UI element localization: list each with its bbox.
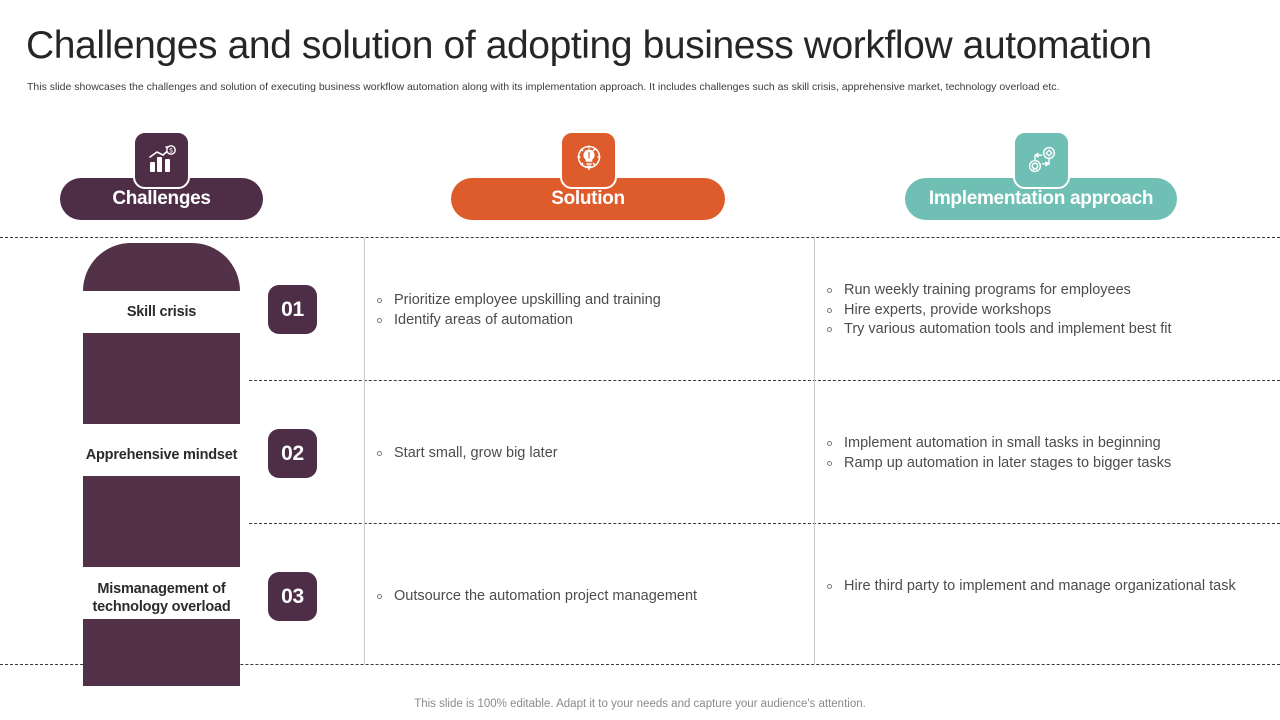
row-number-badge-2: 02 bbox=[268, 429, 317, 478]
solution-list-row-2: Start small, grow big later bbox=[367, 444, 807, 464]
column-header-label: Challenges bbox=[112, 188, 211, 209]
divider-row2-row3 bbox=[249, 523, 1280, 524]
implementation-list-row-3: Hire third party to implement and manage… bbox=[817, 577, 1257, 597]
footer-note: This slide is 100% editable. Adapt it to… bbox=[414, 698, 866, 710]
pillar-dome bbox=[83, 243, 240, 291]
row-number-badge-1: 01 bbox=[268, 285, 317, 334]
column-header-label: Solution bbox=[551, 188, 625, 209]
row-number-label: 03 bbox=[281, 584, 304, 608]
bullet-item: Outsource the automation project managem… bbox=[367, 587, 807, 607]
bullet-item: Hire third party to implement and manage… bbox=[817, 577, 1257, 597]
solution-list-row-1: Prioritize employee upskilling and train… bbox=[367, 291, 807, 330]
bullet-item: Ramp up automation in later stages to bi… bbox=[817, 454, 1257, 474]
column-header-solution[interactable]: Solution bbox=[451, 178, 725, 220]
growth-chart-icon: $ bbox=[133, 131, 190, 189]
bullet-item: Run weekly training programs for employe… bbox=[817, 281, 1257, 301]
challenge-label-1: Skill crisis bbox=[126, 304, 197, 320]
divider-top bbox=[0, 237, 1280, 238]
divider-bottom bbox=[0, 664, 1280, 665]
bullet-item: Prioritize employee upskilling and train… bbox=[367, 291, 807, 311]
pillar-block bbox=[83, 619, 240, 686]
divider-row1-row2 bbox=[249, 380, 1280, 381]
challenge-label-3: Mismanagement of technology overload bbox=[92, 581, 231, 615]
row-number-label: 01 bbox=[281, 297, 304, 321]
challenge-label-2: Apprehensive mindset bbox=[85, 447, 238, 463]
row-number-label: 02 bbox=[281, 441, 304, 465]
row-number-badge-3: 03 bbox=[268, 572, 317, 621]
workflow-cycle-icon bbox=[1013, 131, 1070, 189]
bullet-item: Start small, grow big later bbox=[367, 444, 807, 464]
column-header-implementation[interactable]: Implementation approach bbox=[905, 178, 1177, 220]
page-title: Challenges and solution of adopting busi… bbox=[26, 24, 1152, 67]
challenges-pillar-graphic: Skill crisis Apprehensive mindset Misman… bbox=[83, 243, 240, 686]
pillar-block bbox=[83, 476, 240, 567]
implementation-list-row-2: Implement automation in small tasks in b… bbox=[817, 434, 1257, 473]
implementation-list-row-1: Run weekly training programs for employe… bbox=[817, 281, 1257, 340]
page-subtitle: This slide showcases the challenges and … bbox=[27, 81, 1060, 93]
lightbulb-gear-icon bbox=[560, 131, 617, 189]
bullet-item: Identify areas of automation bbox=[367, 311, 807, 331]
svg-text:$: $ bbox=[169, 149, 173, 155]
column-header-label: Implementation approach bbox=[928, 188, 1154, 209]
bullet-item: Try various automation tools and impleme… bbox=[817, 320, 1257, 340]
pillar-block bbox=[83, 333, 240, 424]
solution-list-row-3: Outsource the automation project managem… bbox=[367, 587, 807, 607]
bullet-item: Implement automation in small tasks in b… bbox=[817, 434, 1257, 454]
column-divider-right bbox=[814, 238, 815, 664]
column-divider-left bbox=[364, 238, 365, 664]
bullet-item: Hire experts, provide workshops bbox=[817, 301, 1257, 321]
